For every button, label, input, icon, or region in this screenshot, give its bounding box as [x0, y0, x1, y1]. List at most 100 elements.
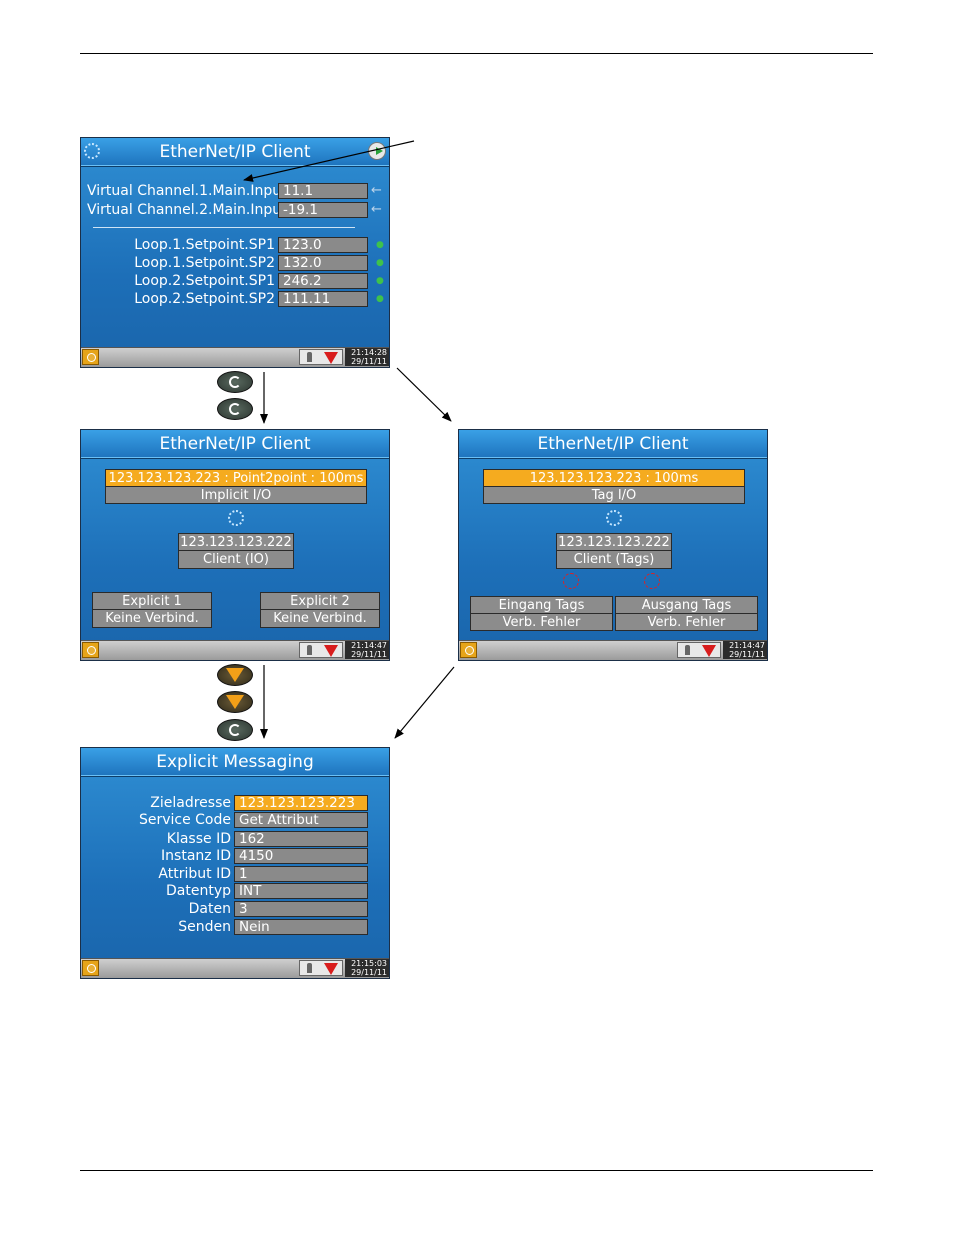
explicit2-line1[interactable]: Explicit 2 — [260, 592, 380, 610]
row-value-class-id[interactable]: 162 — [234, 831, 368, 847]
client-line2[interactable]: Client (IO) — [178, 550, 294, 569]
date: 29/11/11 — [729, 650, 765, 659]
input-tags-line2[interactable]: Verb. Fehler — [470, 613, 613, 631]
pointer-arrow — [243, 140, 415, 182]
alarm-icon — [324, 963, 338, 975]
explicit1-line2[interactable]: Keine Verbind. — [92, 609, 212, 628]
row-label-data-type: Datentyp — [166, 883, 231, 899]
pen-icon — [307, 645, 312, 655]
screen2-title: EtherNet/IP Client — [81, 430, 389, 459]
server-connection-line1[interactable]: 123.123.123.223 : 100ms — [483, 469, 745, 487]
connection-error-icon — [563, 573, 579, 589]
date: 29/11/11 — [351, 650, 387, 659]
row-label-instance-id: Instanz ID — [161, 848, 231, 864]
refresh-icon[interactable] — [217, 719, 253, 741]
spinner-icon — [228, 510, 244, 526]
input-arrow-icon: ← — [371, 202, 382, 217]
server-connection-line2[interactable]: Tag I/O — [483, 486, 745, 504]
output-value-2[interactable]: 132.0 — [278, 255, 368, 271]
row-label-destination: Zieladresse — [150, 795, 231, 811]
status-icons — [299, 642, 343, 658]
home-icon[interactable] — [82, 642, 99, 658]
row-value-instance-id[interactable]: 4150 — [234, 848, 368, 864]
screen3-title: EtherNet/IP Client — [459, 430, 767, 459]
pen-icon — [307, 963, 312, 973]
output-label-2: Loop.1.Setpoint.SP2 — [134, 255, 275, 271]
row-value-data[interactable]: 3 — [234, 901, 368, 917]
bottom-rule — [80, 1170, 873, 1171]
arrow-screen3-to-screen4 — [394, 666, 455, 739]
row-value-data-type[interactable]: INT — [234, 883, 368, 899]
home-icon[interactable] — [460, 642, 477, 658]
connection-error-icon — [644, 573, 660, 589]
home-icon[interactable] — [82, 349, 99, 365]
input-label-2: Virtual Channel.2.Main.Input1 — [87, 202, 296, 218]
row-label-attribute-id: Attribut ID — [158, 866, 231, 882]
output-label-3: Loop.2.Setpoint.SP1 — [134, 273, 275, 289]
input-tags-line1[interactable]: Eingang Tags — [470, 596, 613, 614]
output-value-4[interactable]: 111.11 — [278, 291, 368, 307]
server-connection-line2[interactable]: Implicit I/O — [105, 486, 367, 504]
spinner-icon — [84, 143, 100, 159]
status-dot-icon: ● — [376, 240, 384, 250]
screen-ethernetip-client-main: EtherNet/IP Client Virtual Channel.1.Mai… — [80, 137, 390, 368]
status-dot-icon: ● — [376, 258, 384, 268]
screen-explicit-messaging: Explicit Messaging Zieladresse 123.123.1… — [80, 747, 390, 979]
output-value-1[interactable]: 123.0 — [278, 237, 368, 253]
exit-icon[interactable] — [368, 142, 386, 160]
time: 21:14:47 — [351, 641, 387, 650]
arrow-screen1-to-screen3 — [396, 367, 452, 422]
input-value-2[interactable]: -19.1 — [278, 202, 368, 218]
status-dot-icon: ● — [376, 294, 384, 304]
output-label-1: Loop.1.Setpoint.SP1 — [134, 237, 275, 253]
separator — [93, 227, 355, 228]
date: 29/11/11 — [351, 968, 387, 977]
status-icons — [299, 960, 343, 976]
row-label-send: Senden — [178, 919, 231, 935]
input-value-1[interactable]: 11.1 — [278, 183, 368, 199]
row-value-destination[interactable]: 123.123.123.223 — [234, 795, 368, 811]
top-rule — [80, 53, 873, 54]
alarm-icon — [324, 352, 338, 364]
row-value-send[interactable]: Nein — [234, 919, 368, 935]
date: 29/11/11 — [351, 357, 387, 366]
screen1-title: EtherNet/IP Client — [81, 138, 389, 167]
explicit2-line2[interactable]: Keine Verbind. — [260, 609, 380, 628]
status-dot-icon: ● — [376, 276, 384, 286]
row-label-data: Daten — [188, 901, 231, 917]
client-line1[interactable]: 123.123.123.222 — [178, 533, 294, 551]
row-value-service-code[interactable]: Get Attribut — [234, 812, 368, 828]
row-value-attribute-id[interactable]: 1 — [234, 866, 368, 882]
input-label-1: Virtual Channel.1.Main.Input1 — [87, 183, 296, 199]
status-icons — [677, 642, 721, 658]
screen4-title: Explicit Messaging — [81, 748, 389, 777]
spinner-icon — [606, 510, 622, 526]
alarm-icon — [324, 645, 338, 657]
row-label-class-id: Klasse ID — [166, 831, 231, 847]
input-arrow-icon: ← — [371, 183, 382, 198]
pen-icon — [307, 352, 312, 362]
refresh-icon[interactable] — [217, 398, 253, 420]
time: 21:14:28 — [351, 348, 387, 357]
status-icons — [299, 349, 343, 365]
client-line2[interactable]: Client (Tags) — [556, 550, 672, 569]
time: 21:14:47 — [729, 641, 765, 650]
output-tags-line1[interactable]: Ausgang Tags — [615, 596, 758, 614]
screen-tag-io: EtherNet/IP Client 123.123.123.223 : 100… — [458, 429, 768, 661]
output-value-3[interactable]: 246.2 — [278, 273, 368, 289]
home-icon[interactable] — [82, 960, 99, 976]
down-arrow-icon[interactable] — [217, 691, 253, 713]
refresh-icon[interactable] — [217, 371, 253, 393]
row-label-service-code: Service Code — [138, 812, 231, 828]
down-arrow-icon[interactable] — [217, 664, 253, 686]
output-tags-line2[interactable]: Verb. Fehler — [615, 613, 758, 631]
pen-icon — [685, 645, 690, 655]
